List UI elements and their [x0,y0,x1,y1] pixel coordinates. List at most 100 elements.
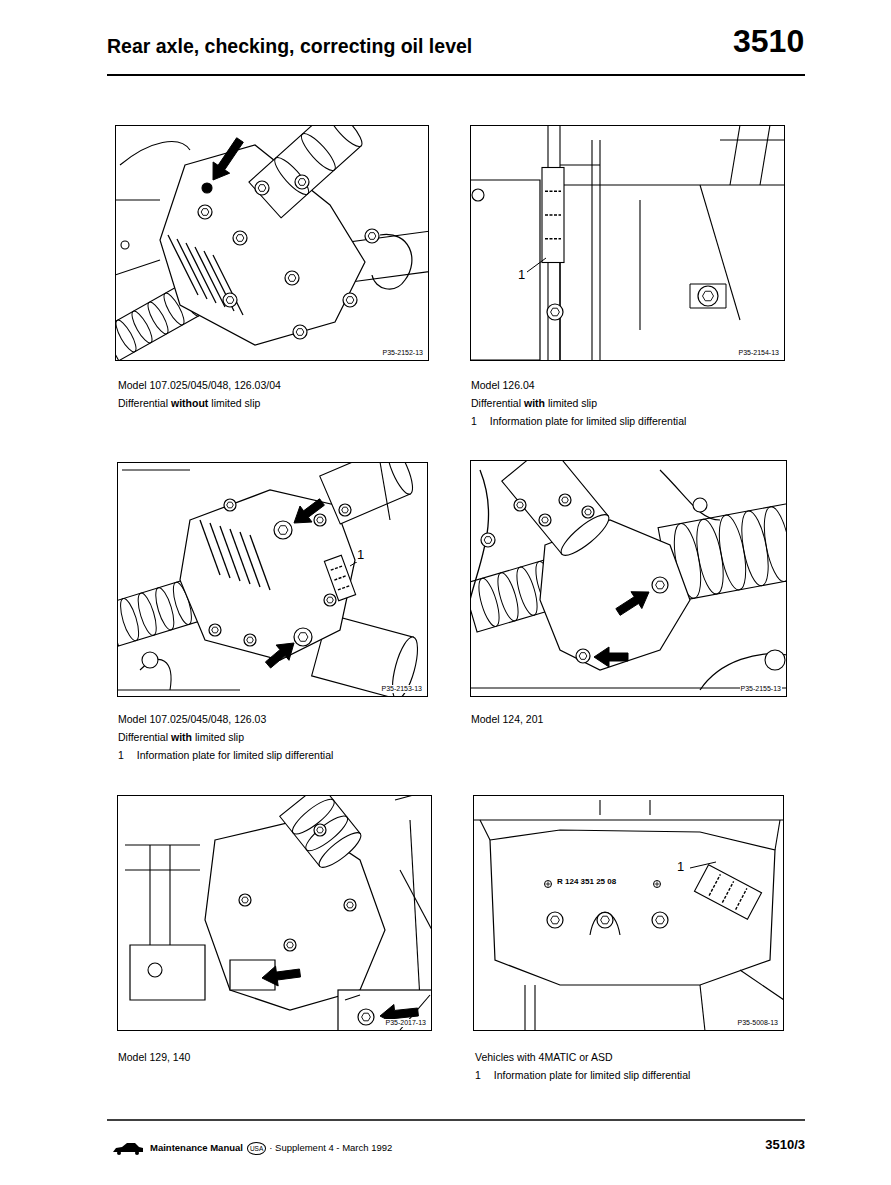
sketch-circle [209,624,221,636]
caption-text: without [171,396,208,410]
housing-outline [130,945,205,1000]
caption-text: limited slip [195,730,244,744]
differential-illustration [470,125,785,361]
sketch-circle [547,304,563,320]
pointer-arrow [616,592,649,616]
caption-text: 1 [475,1068,481,1082]
bolt-head [656,581,665,589]
figure-number: P35-2154-13 [738,349,780,357]
bolt-head [298,179,306,186]
pointer-arrow [594,647,628,667]
sketch-circle [285,271,299,285]
sketch-line [115,199,160,200]
bolt-head [298,633,308,642]
sketch-circle [365,229,379,243]
shaft-end [324,125,367,151]
sketch-circle [202,183,212,193]
sketch-circle [582,506,594,518]
sketch-line [599,185,600,361]
sketch-curve [372,234,412,289]
sketch-line [250,535,270,590]
bolt-head [585,509,592,515]
bolt-head [551,916,560,924]
bolt-head [296,329,304,336]
caption-line: Differentialwithoutlimited slip [118,395,260,410]
sketch-circle [358,1009,374,1025]
sketch-circle [293,325,307,339]
shaft-end [383,462,418,497]
caption-text: Differential [118,730,168,744]
sketch-circle [652,577,668,593]
sketch-circle [545,881,552,888]
bolt-head [226,297,234,304]
housing-outline [560,185,785,361]
sketch-line [200,520,220,575]
sketch-line [690,862,716,868]
sketch-line [380,462,390,520]
page-number: 3510/3 [765,1138,805,1152]
sketch-circle [547,912,563,928]
sketch-circle [698,286,718,306]
info-plate [324,555,355,601]
sketch-line [730,125,740,185]
bolt-head [227,502,234,508]
sketch-circle [514,499,526,511]
bolt-head [347,902,354,908]
housing-outline [690,284,726,308]
figure-number: P35-2152-13 [382,349,424,357]
sketch-line [480,820,490,840]
housing-outline [280,795,361,866]
bolt-head [656,916,665,924]
bolt-head [287,942,294,948]
bolt-head [242,897,249,903]
bolt-head [288,275,296,282]
figure-number: P35-2153-13 [381,685,423,693]
caption-line: Differentialwithlimited slip [118,729,244,744]
caption-line: Model 124, 201 [471,711,543,726]
sketch-line [657,882,658,887]
sketch-circle [198,205,212,219]
sketch-circle [121,241,129,249]
caption-line: Maintenance ManualUSA· Supplement 4 - Ma… [150,1141,392,1155]
sketch-circle [224,499,236,511]
boot-rib [759,505,787,584]
sketch-line [345,995,360,1000]
housing-outline [205,820,385,1010]
caption-text: · Supplement 4 - March 1992 [269,1141,392,1155]
pointer-arrow [262,966,301,986]
boot-rib [692,517,728,596]
housing-outline [180,490,355,660]
figure-frame: P35-2152-13 [115,125,429,361]
sketch-line [599,140,600,185]
boot-rib [128,309,155,346]
sketch-line [230,529,250,584]
section-number: 3510 [733,24,804,59]
sketch-line [639,200,640,330]
bolt-head [362,1013,371,1021]
caption-line: Model 107.025/045/048, 126.03/04 [118,377,281,392]
sketch-line [560,164,600,165]
sketch-circle [559,494,571,506]
bolt-head [703,291,714,301]
sketch-circle [255,181,269,195]
pointer-arrow [294,499,324,523]
caption-line: Model 107.025/045/048, 126.03 [118,711,266,726]
inset-frame [338,990,432,1031]
info-plate [542,168,564,263]
figure-frame: P35-2154-13 [470,125,785,361]
sketch-circle [223,293,237,307]
sketch-line [186,243,216,303]
boot-rib [737,509,773,588]
sketch-line [125,869,200,870]
caption-line: Model 126.04 [471,377,535,392]
sketch-circle [765,650,785,670]
bolt-head [368,233,376,240]
sketch-circle [324,594,336,606]
differential-illustration [125,795,432,1031]
caption-text: with [171,730,192,744]
callout-number: 1 [676,860,685,874]
sketch-line [548,882,549,887]
part-number: R 124 351 25 08 [556,878,617,887]
sketch-line [125,844,200,845]
caption-text: with [524,396,545,410]
